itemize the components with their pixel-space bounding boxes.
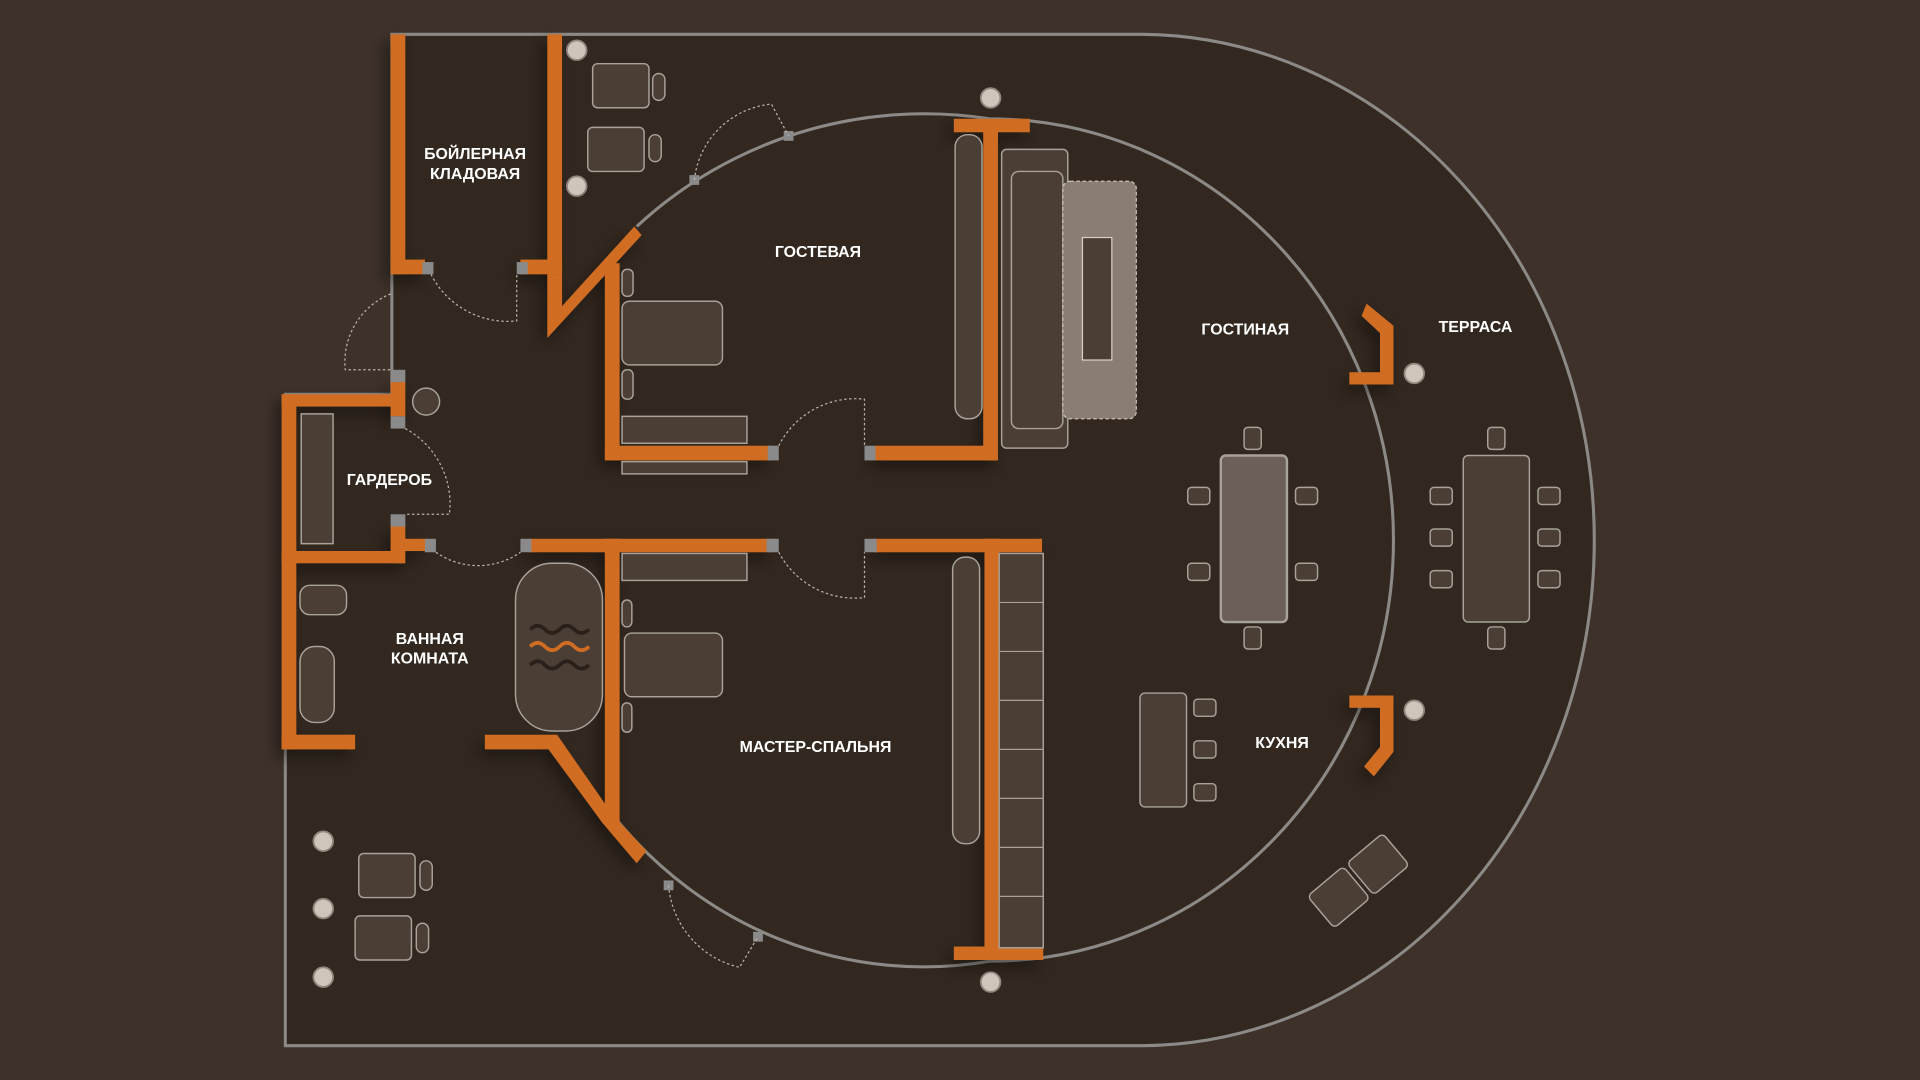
room-label-master: МАСТЕР-СПАЛЬНЯ <box>740 739 892 756</box>
inner-oval-wall <box>611 112 1395 969</box>
room-label-storage: КЛАДОВАЯ <box>430 166 520 183</box>
walls <box>281 34 1394 960</box>
room-label-boiler: БОЙЛЕРНАЯ <box>424 144 526 163</box>
room-label-kitchen: КУХНЯ <box>1255 735 1309 752</box>
furniture <box>299 62 1561 961</box>
room-label-living: ГОСТИНАЯ <box>1201 321 1289 338</box>
room-label-bathroom-2: КОМНАТА <box>391 651 469 668</box>
room-label-guest: ГОСТЕВАЯ <box>775 244 861 261</box>
dining-table <box>1219 454 1289 624</box>
lamps <box>312 39 1425 993</box>
door-swings <box>344 103 866 969</box>
room-label-terrace: ТЕРРАСА <box>1439 319 1513 336</box>
room-label-bathroom: ВАННАЯ <box>396 631 464 648</box>
door-jambs <box>390 131 877 942</box>
room-label-wardrobe: ГАРДЕРОБ <box>347 472 432 489</box>
